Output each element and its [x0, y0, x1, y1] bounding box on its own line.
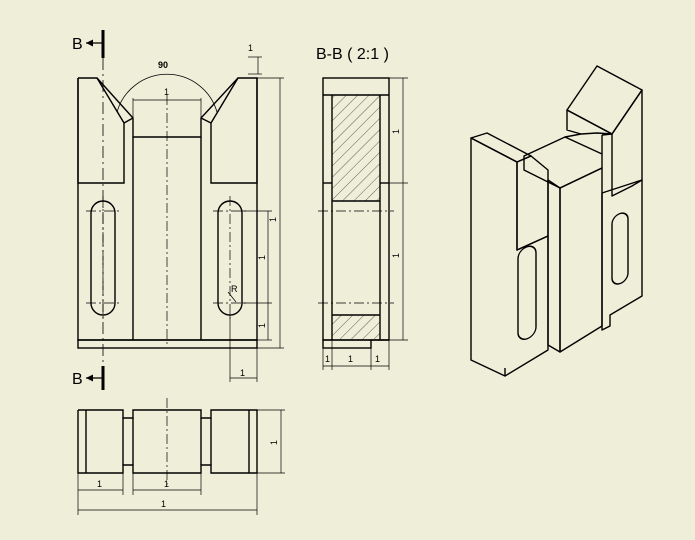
top-view-outline [77, 409, 258, 474]
iso-slot-left [517, 245, 537, 340]
dim-top-left: 1 [97, 479, 102, 489]
v-edge-right [210, 77, 258, 184]
iso-v-block-inner [566, 109, 613, 135]
dim-section-left: 1 [325, 354, 330, 364]
section-base [322, 339, 372, 349]
angle-dimension [116, 73, 218, 113]
dim-section-lower: 1 [391, 253, 401, 258]
section-marker-top: B [72, 36, 83, 53]
front-base-strip [77, 339, 258, 349]
iso-left-wing-face [516, 155, 549, 251]
dim-slot-length: 1 [257, 255, 267, 260]
dim-section-right: 1 [375, 354, 380, 364]
top-view [77, 409, 258, 474]
dim-slot-width: 1 [164, 87, 169, 97]
dim-section-upper: 1 [391, 129, 401, 134]
iso-v-block-top [566, 65, 643, 135]
iso-right-wing-front [601, 179, 643, 331]
section-dimensions [322, 77, 408, 370]
dim-top-depth: 1 [269, 440, 279, 445]
v-edge-left [77, 77, 125, 184]
section-cut-line [86, 30, 105, 390]
dim-total-height: 1 [268, 217, 278, 222]
isometric-view [470, 65, 643, 377]
v-inner-left [123, 117, 134, 124]
section-marker-bottom: B [72, 371, 83, 388]
section-title: B-B ( 2:1 ) [316, 46, 389, 63]
iso-center-block-top [523, 136, 603, 189]
dim-slot-offset: 1 [240, 368, 245, 378]
v-inner-right [200, 117, 212, 124]
iso-slot-right [611, 212, 629, 285]
top-dimensions [77, 409, 285, 515]
section-hatch-upper [332, 95, 380, 201]
iso-center-block-side [559, 167, 603, 353]
section-view [318, 77, 394, 349]
dim-top-total: 1 [161, 499, 166, 509]
dim-slot-bottom: 1 [257, 323, 267, 328]
iso-center-block-front [547, 179, 561, 353]
dim-top-center: 1 [164, 479, 169, 489]
iso-v-block-face [611, 89, 643, 197]
radius-label: R [231, 284, 238, 294]
iso-left-wing-top [470, 132, 532, 163]
angle-label: 90 [158, 60, 168, 70]
section-hatch-lower [332, 315, 380, 339]
dim-section-center: 1 [348, 354, 353, 364]
dim-top-offset: 1 [248, 43, 253, 53]
front-dimensions [132, 56, 284, 382]
front-center-lines [86, 95, 248, 346]
